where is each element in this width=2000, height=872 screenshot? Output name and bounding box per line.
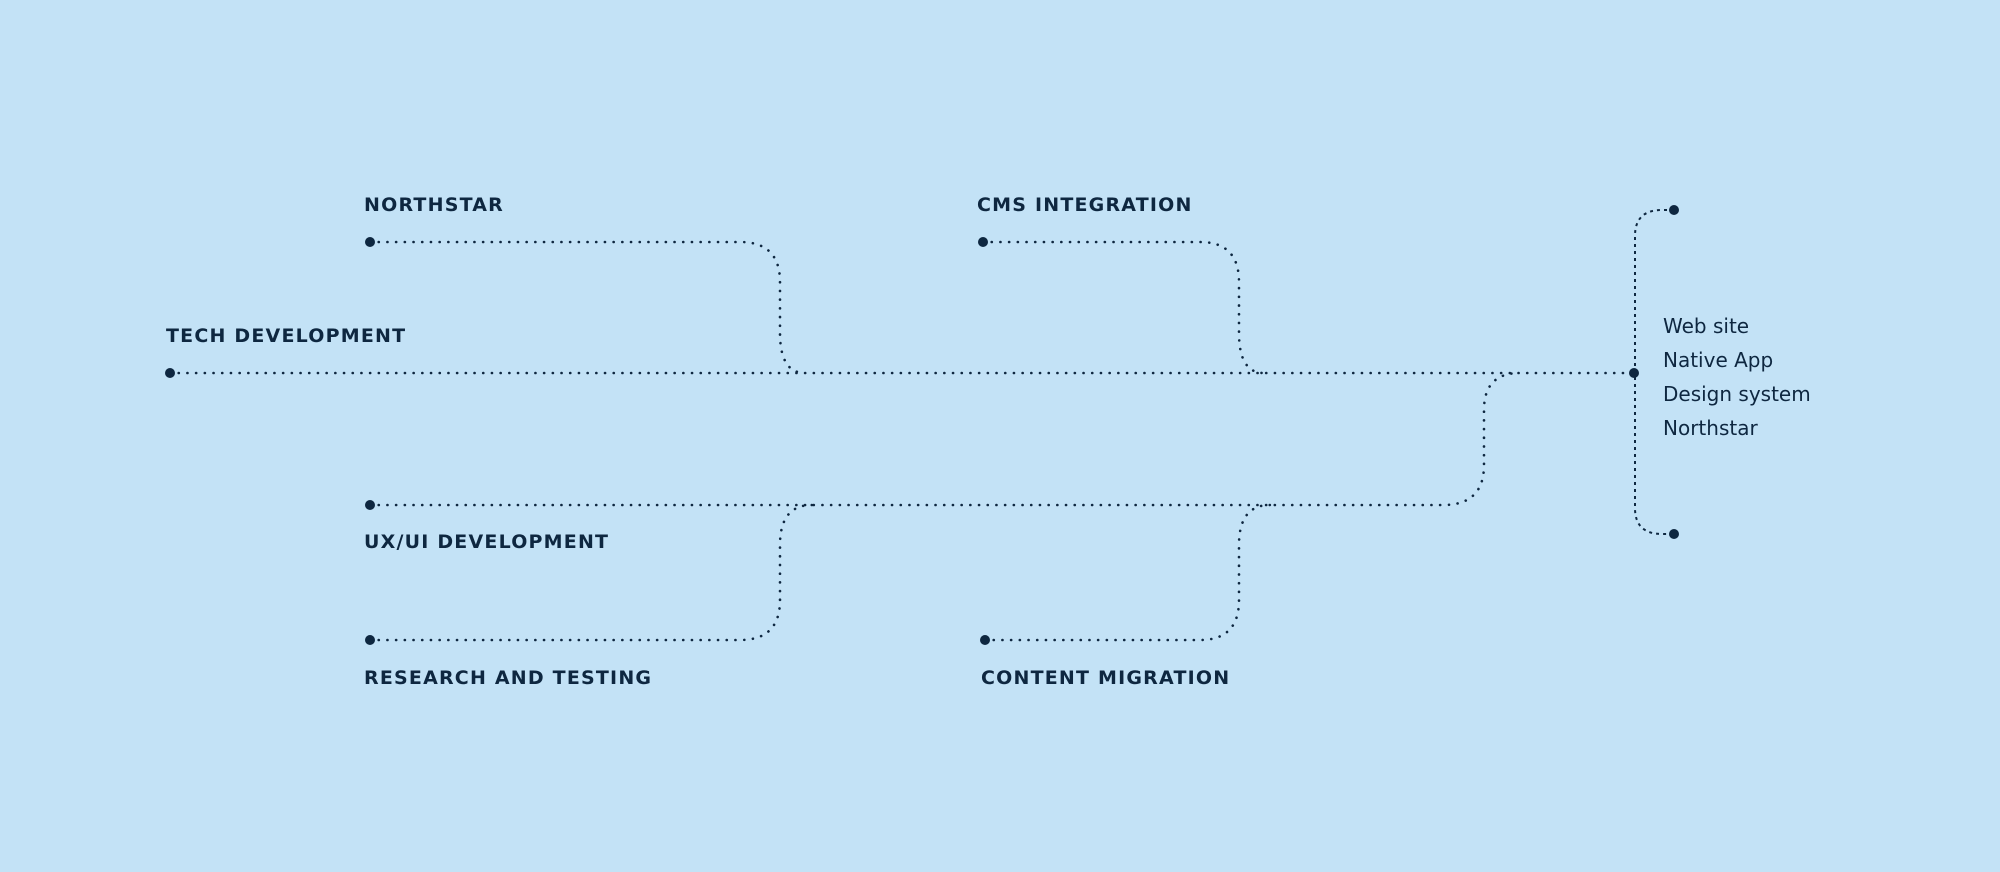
research-and-testing-label: RESEARCH AND TESTING	[364, 667, 653, 689]
bracket-bottom-node	[1669, 529, 1679, 539]
output-web-site: Web site	[1663, 314, 1750, 338]
northstar-label: NORTHSTAR	[364, 194, 504, 216]
content-migration-line	[983, 503, 1272, 642]
northstar-line	[368, 240, 807, 375]
research-and-testing-line	[368, 503, 814, 642]
ux-ui-development-node	[365, 500, 375, 510]
ux-ui-development-line	[368, 371, 1522, 507]
tech-development-label: TECH DEVELOPMENT	[166, 325, 407, 347]
content-migration-label: CONTENT MIGRATION	[981, 667, 1231, 689]
bracket-top-node	[1669, 205, 1679, 215]
research-and-testing-node	[365, 635, 375, 645]
merge-node	[1629, 368, 1639, 378]
output-design-system: Design system	[1663, 382, 1811, 406]
tech-development-node	[165, 368, 175, 378]
ux-ui-development-label: UX/UI DEVELOPMENT	[364, 531, 610, 553]
cms-integration-node	[978, 237, 988, 247]
cms-integration-label: CMS INTEGRATION	[977, 194, 1193, 216]
output-native-app: Native App	[1663, 348, 1774, 372]
northstar-node	[365, 237, 375, 247]
cms-integration-line	[981, 240, 1266, 375]
content-migration-node	[980, 635, 990, 645]
output-northstar: Northstar	[1663, 416, 1758, 440]
outputs-list: Web site Native App Design system Norths…	[1663, 313, 1811, 449]
